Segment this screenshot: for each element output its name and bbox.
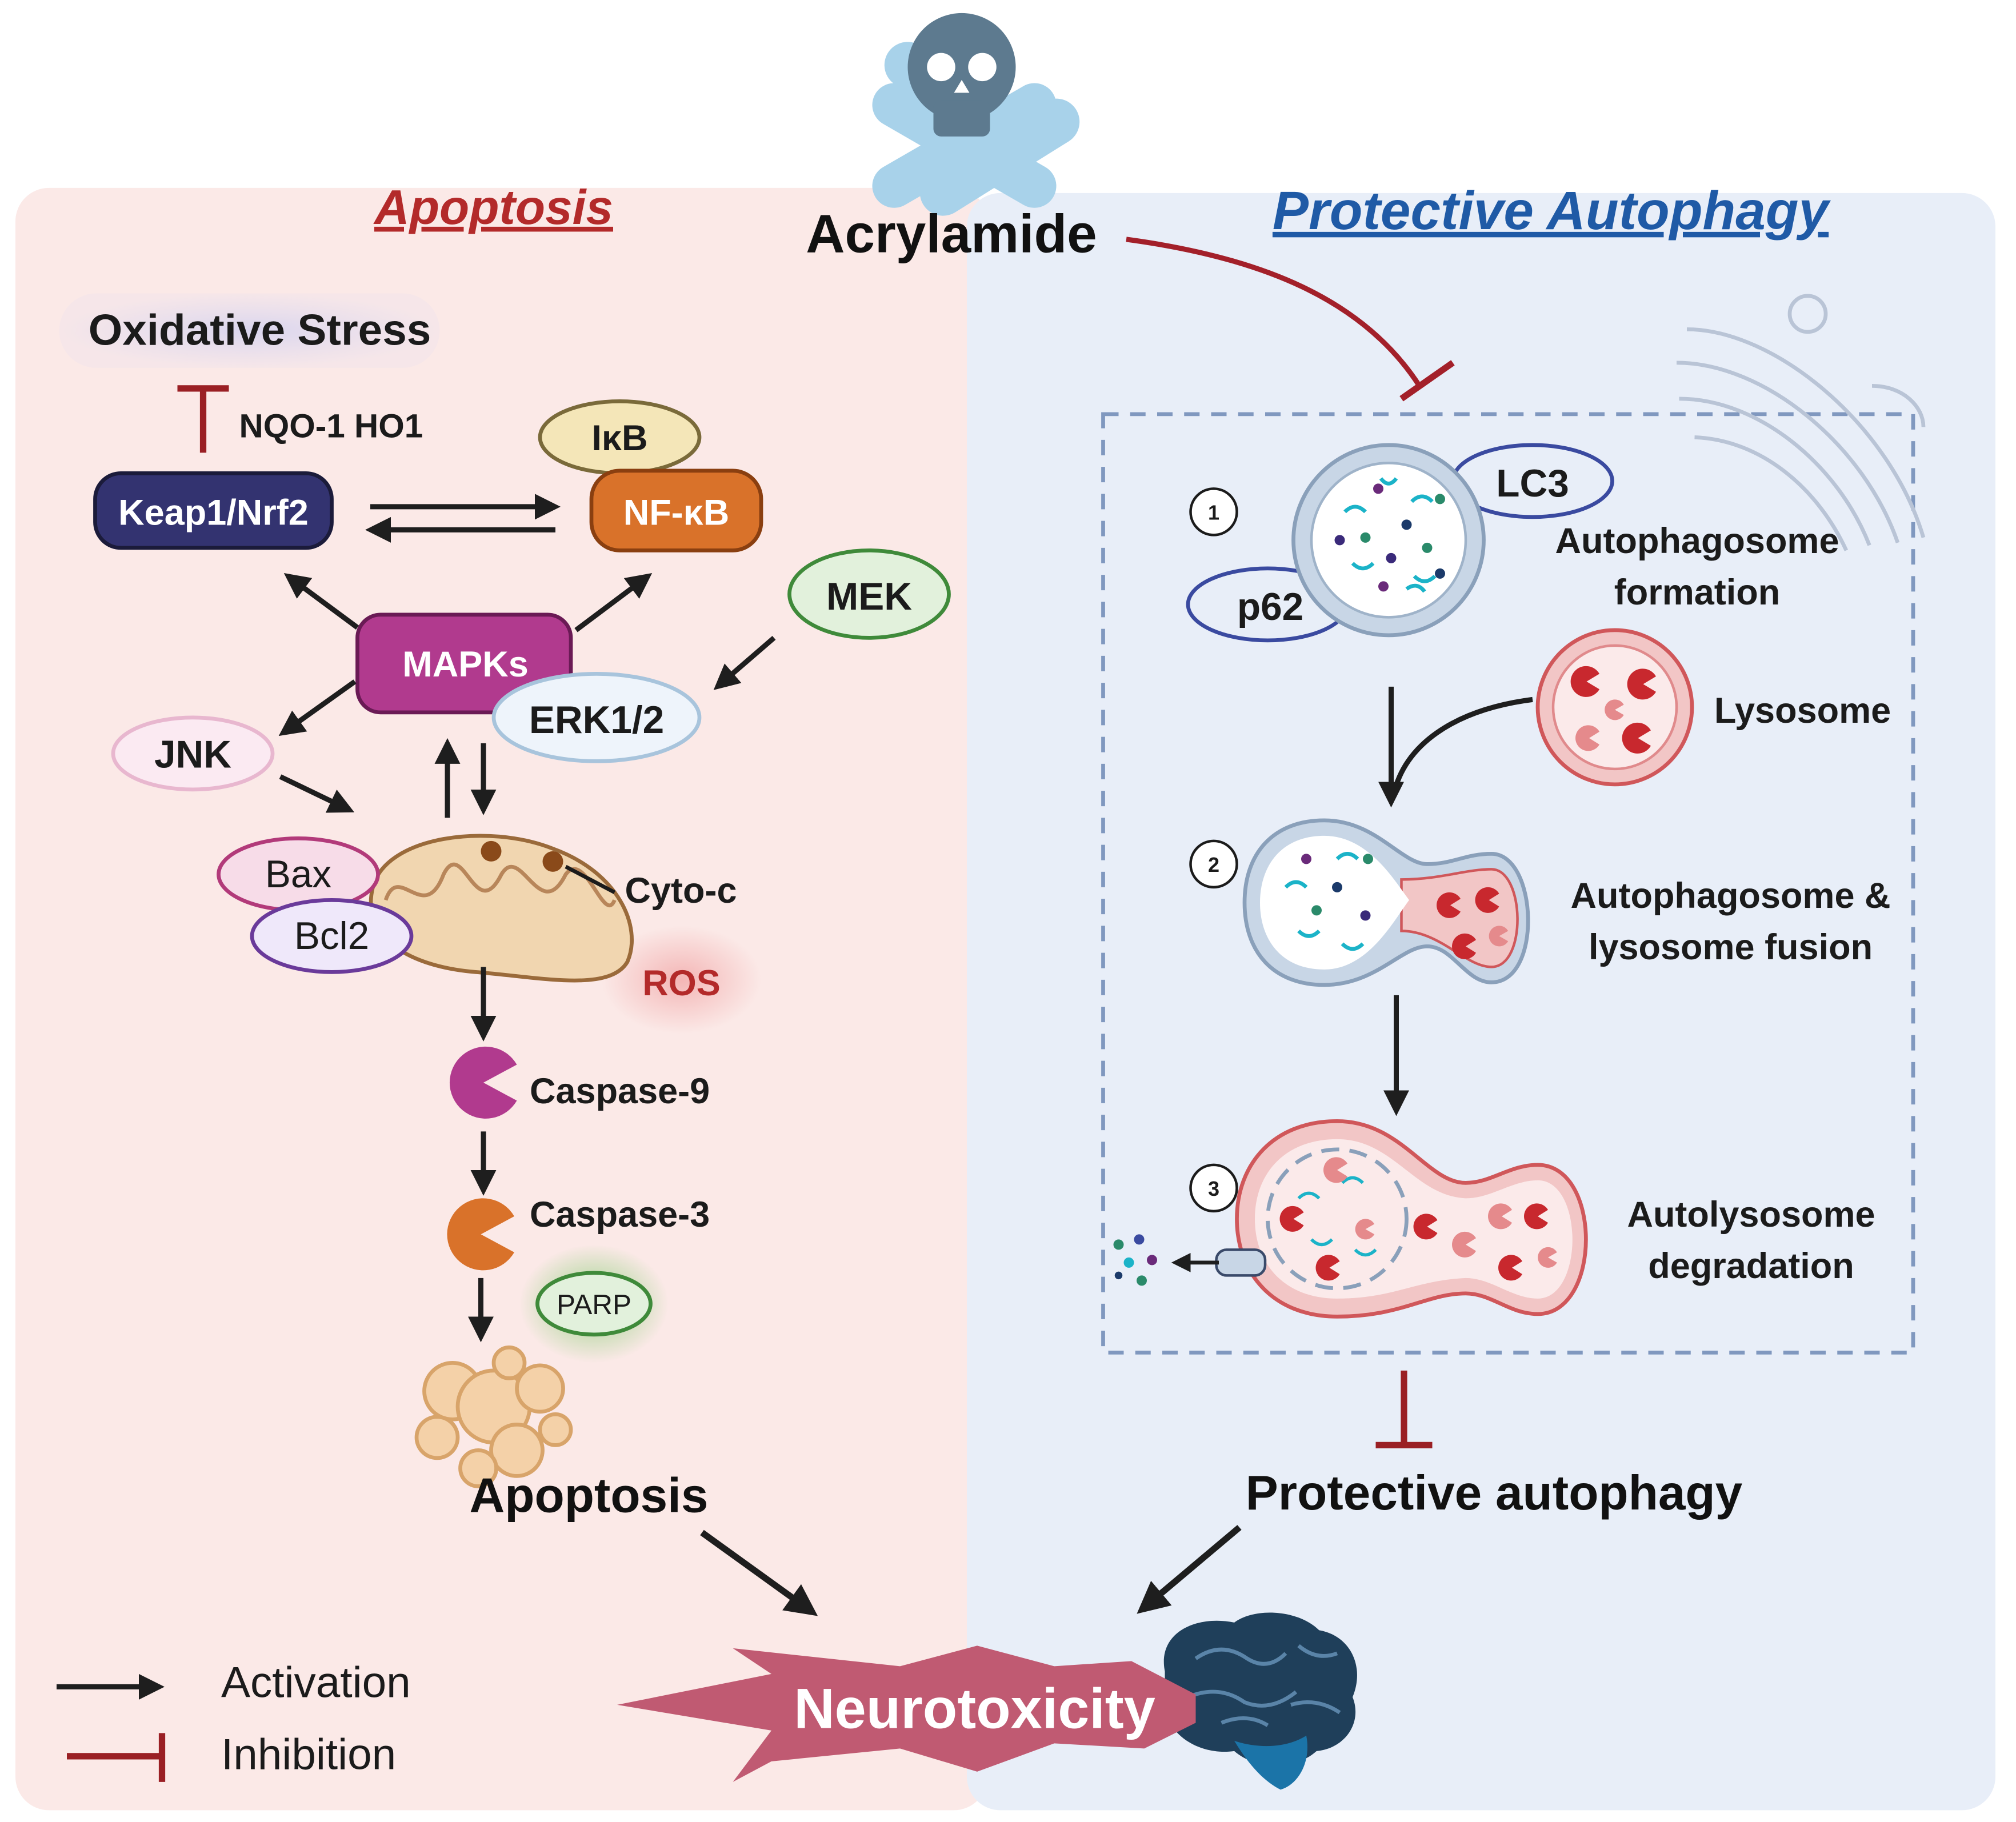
lysosome-label: Lysosome [1714,691,1891,731]
nqo1-ho1-label: NQO-1 HO1 [239,407,423,445]
step3-number: 3 [1208,1177,1219,1200]
step3-marker [1189,1163,1238,1213]
caspase9-label: Caspase-9 [530,1071,710,1111]
step1-marker [1189,487,1238,536]
step2-label-line2: lysosome fusion [1589,927,1873,967]
step3-label-line2: degradation [1648,1246,1854,1286]
bax-label: Bax [265,853,332,896]
mapks-to-jnk-arrow [278,679,357,736]
step1-number: 1 [1208,500,1219,524]
autophagy-to-neurotox-arrow [1137,1525,1242,1614]
erk-label: ERK1/2 [529,699,664,742]
golgi-icon [1676,294,1926,551]
degradation-products-icon [1113,1234,1157,1286]
transporter-icon [1215,1248,1267,1277]
autophagosome-icon [1291,443,1486,638]
ros-label: ROS [642,963,721,1003]
caspase3-label: Caspase-3 [530,1195,710,1235]
nfkb-label: NF-κB [623,492,730,532]
ikb-label: IκB [591,418,647,458]
oxidative-stress-label: Oxidative Stress [89,306,431,354]
inhibition-bar [1399,360,1455,402]
mapks-to-nfkb-arrow [574,572,653,632]
autolysosome-icon [1235,1119,1588,1319]
oxidative-stress-badge [59,293,440,368]
step2-label-line1: Autophagosome & [1571,876,1891,916]
keap1-nrf2-label: Keap1/Nrf2 [118,492,309,532]
keap1-nrf2-node [93,471,334,550]
erk-node [491,672,702,763]
step2-number: 2 [1208,853,1219,876]
legend-inhibition-label: Inhibition [221,1730,396,1779]
step3-label-line1: Autolysosome [1627,1195,1875,1235]
apoptosis-title: Apoptosis [373,181,613,235]
mek-node [787,548,951,640]
mek-label: MEK [826,575,912,618]
p62-label: p62 [1237,586,1303,628]
autophagy-title: Protective Autophagy [1273,181,1831,241]
parp-node [535,1271,653,1337]
acrylamide-inhibition-arrow [1126,237,1422,387]
fusion-icon [1242,818,1530,987]
neurotoxicity-burst [617,1645,1196,1782]
step2-marker [1189,839,1238,889]
jnk-to-mito-arrow [279,774,355,813]
skull-crossbones-icon [872,13,1080,216]
mek-to-erk-arrow [713,635,776,690]
autophagy-panel [967,193,1995,1811]
lc3-label: LC3 [1496,462,1569,505]
caspase3-pacman-icon [447,1198,514,1271]
mitochondrion-icon [369,834,634,983]
jnk-node [111,715,275,792]
apoptotic-cell-icon [414,1346,573,1488]
protective-autophagy-label: Protective autophagy [1246,1466,1743,1520]
nfkb-node [589,468,763,552]
apoptosis-to-neurotox-arrow [700,1529,818,1616]
parp-label: PARP [557,1289,631,1320]
step1-label-line2: formation [1614,572,1780,612]
mapks-to-keap-arrow [283,573,359,630]
lysosome-merge-arrow [1391,696,1533,795]
autophagy-process-box [1101,412,1915,1355]
bcl2-label: Bcl2 [294,915,369,958]
acrylamide-label: Acrylamide [806,203,1097,264]
brain-icon [1163,1612,1357,1790]
caspase9-pacman-icon [449,1046,517,1119]
step1-label-line1: Autophagosome [1555,521,1839,561]
jnk-label: JNK [154,734,231,776]
apoptosis-outcome-label: Apoptosis [470,1468,709,1523]
ros-glow [602,926,761,1034]
neurotoxicity-label: Neurotoxicity [794,1676,1155,1740]
legend-activation-label: Activation [221,1658,411,1707]
mapks-label: MAPKs [402,644,529,684]
cytoc-label: Cyto-c [625,871,737,911]
lysosome-icon [1535,628,1694,787]
bcl2-node [250,898,414,974]
apoptosis-panel [15,187,987,1811]
